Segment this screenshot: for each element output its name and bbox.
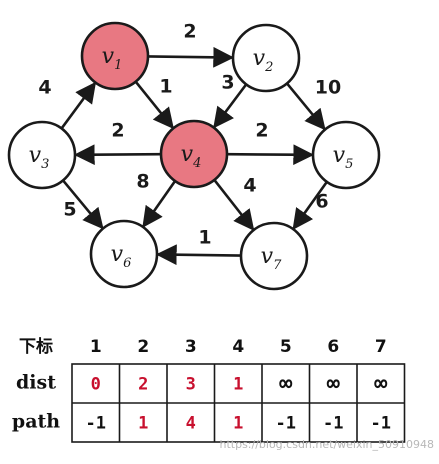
table-header-label: 下标 <box>19 336 53 357</box>
node-v5: v5 <box>311 120 381 190</box>
node-label-v3: v3 <box>29 143 50 172</box>
edge-weight-v4-v5: 2 <box>255 120 268 142</box>
node-label-v7: v7 <box>261 244 282 273</box>
edge-v4-v3 <box>73 144 162 166</box>
node-v4: v4 <box>159 119 229 189</box>
node-circle-v1 <box>80 21 150 91</box>
node-v1: v1 <box>80 21 150 91</box>
edge-weight-v2-v5: 10 <box>315 77 341 99</box>
edge-v4-v7 <box>213 179 255 231</box>
table-cell-dist-3: 3 <box>186 375 196 395</box>
node-v2: v2 <box>231 23 301 93</box>
node-label-v5: v5 <box>333 143 354 172</box>
table-cell-path-7: -1 <box>371 414 391 434</box>
table-cell-dist-4: 1 <box>233 375 243 395</box>
edge-v3-v1 <box>60 81 97 130</box>
edge-v3-v6 <box>62 179 104 230</box>
table-cell-path-2: 1 <box>138 414 148 434</box>
edge-weight-v2-v4: 3 <box>221 72 234 94</box>
table-cell-path-6: -1 <box>323 414 343 434</box>
table-cell-dist-5: ∞ <box>279 372 293 397</box>
node-circle-v4 <box>159 119 229 189</box>
edge-v1-v2 <box>147 46 235 68</box>
edge-weight-v4-v6: 8 <box>136 171 149 193</box>
edge-v5-v7 <box>292 181 328 231</box>
nodes-layer: v1 v2 v3 v4 v5 v6 v7 <box>7 21 381 291</box>
node-label-v1: v1 <box>102 44 123 73</box>
table-index-5: 5 <box>280 337 292 357</box>
node-label-v6: v6 <box>111 242 132 271</box>
table-index-2: 2 <box>137 337 149 357</box>
table-index-1: 1 <box>90 337 102 357</box>
node-circle-v2 <box>231 23 301 93</box>
edge-labels-layer: 2 1 3 10 4 5 2 2 8 4 6 1 <box>38 21 341 249</box>
edge-weight-v3-v1: 4 <box>38 77 51 99</box>
table-index-3: 3 <box>185 337 197 357</box>
edge-v7-v6 <box>155 244 242 266</box>
edge-weight-v3-v6: 5 <box>63 199 76 221</box>
table-index-4: 4 <box>232 337 244 357</box>
watermark-text: https://blog.csdn.net/weixin_50910948 <box>219 438 434 451</box>
table-cell-dist-1: 0 <box>91 375 101 395</box>
array-table: 下标 1 2 3 4 5 6 7 dist 0 2 3 1 ∞ ∞ ∞ path -1 1 4 1 -1 -1 -1 <box>12 336 406 443</box>
table-cell-dist-2: 2 <box>138 375 148 395</box>
table-cell-path-3: 4 <box>186 414 196 434</box>
edge-weight-v5-v7: 6 <box>315 191 328 213</box>
node-v6: v6 <box>89 219 159 289</box>
table-index-6: 6 <box>327 337 339 357</box>
edge-v4-v6 <box>142 180 177 228</box>
node-v3: v3 <box>7 120 77 190</box>
table-row-label-dist: dist <box>16 372 56 394</box>
table-cell-path-1: -1 <box>86 414 106 434</box>
node-circle-v6 <box>89 219 159 289</box>
edge-weight-v4-v3: 2 <box>111 120 124 142</box>
node-v7: v7 <box>239 221 309 291</box>
edge-v2-v5 <box>285 82 326 131</box>
edge-weight-v1-v2: 2 <box>183 21 196 43</box>
edge-v4-v5 <box>226 144 315 166</box>
edge-v1-v4 <box>134 80 174 130</box>
edge-weight-v4-v7: 4 <box>243 175 256 197</box>
edge-weight-v7-v6: 1 <box>198 227 211 249</box>
edges-layer <box>60 46 328 266</box>
node-label-v4: v4 <box>181 142 202 171</box>
edge-v2-v4 <box>213 83 248 129</box>
node-circle-v5 <box>311 120 381 190</box>
table-cell-dist-6: ∞ <box>327 372 341 397</box>
table-cell-path-4: 1 <box>233 414 243 434</box>
node-circle-v3 <box>7 120 77 190</box>
node-label-v2: v2 <box>253 46 274 75</box>
table-index-7: 7 <box>375 337 387 357</box>
table-cell-path-5: -1 <box>276 414 296 434</box>
table-row-label-path: path <box>12 411 60 433</box>
table-cell-dist-7: ∞ <box>374 372 388 397</box>
node-circle-v7 <box>239 221 309 291</box>
edge-weight-v1-v4: 1 <box>159 76 172 98</box>
